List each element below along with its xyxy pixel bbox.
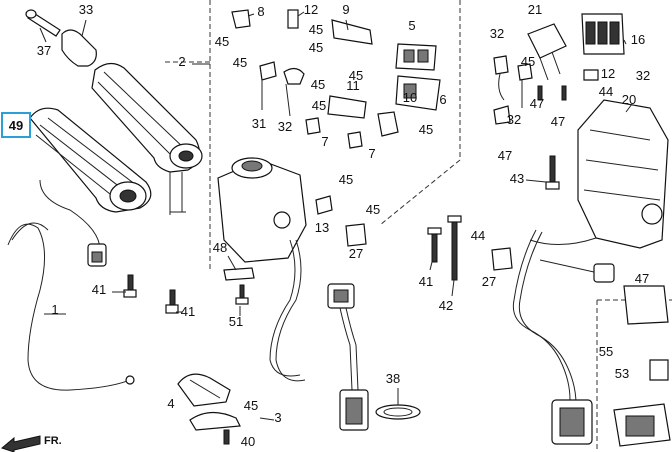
- part-label-p7a[interactable]: 7: [321, 134, 328, 149]
- part-label-p40[interactable]: 40: [241, 434, 255, 449]
- right-wiring-harness-part[interactable]: [491, 229, 615, 445]
- part-label-p7b[interactable]: 7: [368, 146, 375, 161]
- small-parts-top-middle: [231, 9, 373, 247]
- part-label-p47d[interactable]: 47: [635, 271, 649, 286]
- part-label-p10[interactable]: 10: [403, 90, 417, 105]
- leader-lines: [39, 11, 633, 421]
- bolt-41-right[interactable]: [427, 227, 442, 263]
- highlight-label-text: 49: [9, 118, 23, 133]
- throttle-grip-part[interactable]: [29, 107, 152, 213]
- part-label-p32b[interactable]: 32: [490, 26, 504, 41]
- part-label-p45c[interactable]: 45: [309, 40, 323, 55]
- part-label-p45k[interactable]: 45: [244, 398, 258, 413]
- part-label-p21[interactable]: 21: [528, 2, 542, 17]
- part-label-p45h[interactable]: 45: [419, 122, 433, 137]
- part-label-p16[interactable]: 16: [631, 32, 645, 47]
- part-label-p43[interactable]: 43: [510, 171, 524, 186]
- part-label-p11[interactable]: 11: [346, 78, 360, 93]
- small-parts-top-right: [493, 55, 599, 125]
- direction-label: FR.: [44, 435, 62, 447]
- part-label-p5[interactable]: 5: [408, 18, 415, 33]
- part-label-p44b[interactable]: 44: [471, 228, 485, 243]
- part-label-p51[interactable]: 51: [229, 314, 243, 329]
- part-label-p45i[interactable]: 45: [339, 172, 353, 187]
- part-label-p1[interactable]: 1: [51, 302, 58, 317]
- part-label-p32d[interactable]: 32: [507, 112, 521, 127]
- part-label-p31[interactable]: 31: [252, 116, 266, 131]
- holder-4-part[interactable]: [177, 373, 231, 407]
- part-label-p20[interactable]: 20: [622, 92, 636, 107]
- part-label-p47a[interactable]: 47: [530, 96, 544, 111]
- part-label-p41c[interactable]: 41: [419, 274, 433, 289]
- part-label-p44a[interactable]: 44: [599, 84, 613, 99]
- part-label-p8[interactable]: 8: [257, 4, 264, 19]
- front-direction-indicator: FR.: [0, 435, 62, 452]
- part-label-p45f[interactable]: 45: [349, 68, 363, 83]
- part-label-p12b[interactable]: 12: [601, 66, 615, 81]
- part-label-p9[interactable]: 9: [342, 2, 349, 17]
- part-label-p27a[interactable]: 27: [349, 246, 363, 261]
- part-label-p32a[interactable]: 32: [278, 119, 292, 134]
- part-label-p45g[interactable]: 45: [312, 98, 326, 113]
- part-label-p47c[interactable]: 47: [498, 148, 512, 163]
- part-label-p38[interactable]: 38: [386, 371, 400, 386]
- switch-cover-part[interactable]: [377, 43, 441, 137]
- bracket-48-part[interactable]: [223, 267, 255, 305]
- bolt-42-part[interactable]: [447, 215, 462, 281]
- part-label-p2[interactable]: 2: [178, 54, 185, 69]
- part-label-p32c[interactable]: 32: [636, 68, 650, 83]
- bolt-and-weight-part[interactable]: [25, 9, 97, 67]
- part-label-p33[interactable]: 33: [79, 2, 93, 17]
- bracket-21-part[interactable]: [527, 23, 567, 81]
- part-label-p45j[interactable]: 45: [366, 202, 380, 217]
- part-label-p45b[interactable]: 45: [309, 22, 323, 37]
- clamp-3-part[interactable]: [189, 411, 241, 445]
- part-label-p45d[interactable]: 45: [233, 55, 247, 70]
- bolt-41-left[interactable]: [123, 274, 137, 298]
- bolt-41-mid[interactable]: [165, 289, 179, 314]
- lower-right-switch-part[interactable]: [613, 285, 671, 447]
- part-label-p4[interactable]: 4: [167, 396, 174, 411]
- part-label-p47b[interactable]: 47: [551, 114, 565, 129]
- switch-panel-16-part[interactable]: [581, 13, 625, 55]
- part-label-p48[interactable]: 48: [213, 240, 227, 255]
- left-grip-part[interactable]: [91, 62, 203, 215]
- part-label-p41b[interactable]: 41: [181, 304, 195, 319]
- part-label-p53[interactable]: 53: [615, 366, 629, 381]
- throttle-cable-part[interactable]: [7, 179, 135, 391]
- section-dividers: [165, 0, 672, 452]
- handlebar-switch-housing-part[interactable]: [529, 99, 669, 249]
- part-label-p3[interactable]: 3: [274, 410, 281, 425]
- part-label-p45a[interactable]: 45: [215, 34, 229, 49]
- master-cylinder-part[interactable]: [217, 157, 307, 382]
- part-label-p27b[interactable]: 27: [482, 274, 496, 289]
- bolt-43-part[interactable]: [545, 155, 560, 190]
- part-label-p13[interactable]: 13: [315, 220, 329, 235]
- part-label-p42[interactable]: 42: [439, 298, 453, 313]
- switch-connector-part[interactable]: [327, 283, 369, 431]
- part-label-p37a[interactable]: 37: [37, 43, 51, 58]
- highlighted-part-label[interactable]: 49: [1, 112, 31, 138]
- part-label-p12a[interactable]: 12: [304, 2, 318, 17]
- part-label-p6[interactable]: 6: [439, 92, 446, 107]
- part-label-p41a[interactable]: 41: [92, 282, 106, 297]
- part-label-p45e[interactable]: 45: [311, 77, 325, 92]
- part-label-p55[interactable]: 55: [599, 344, 613, 359]
- clamp-38-part[interactable]: [375, 404, 421, 420]
- part-label-p45l[interactable]: 45: [521, 54, 535, 69]
